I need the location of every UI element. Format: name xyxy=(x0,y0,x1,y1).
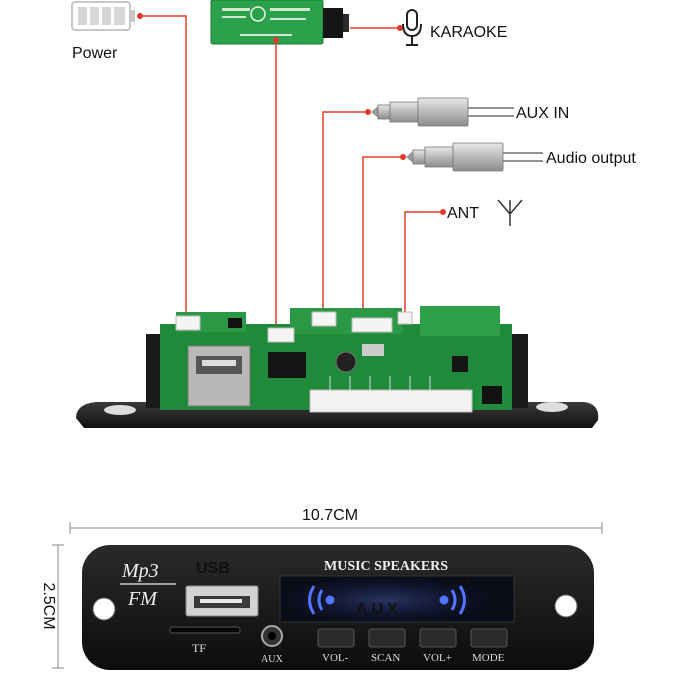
width-label: 10.7CM xyxy=(302,507,358,524)
karaoke-label: KARAOKE xyxy=(430,24,507,41)
vol-minus-label: VOL- xyxy=(322,652,349,664)
aux-dot xyxy=(365,109,371,115)
lcd-display: AUX AUX xyxy=(278,574,515,624)
mic-module xyxy=(210,0,349,45)
button-mode[interactable] xyxy=(470,628,508,648)
display-small: AUX xyxy=(440,574,473,591)
ant-dot xyxy=(440,209,446,215)
bt-logo: BT xyxy=(122,637,144,654)
display-text: AUX xyxy=(356,601,402,618)
front-panel: Mp3 FM BT USB TF AUX MUSIC SPEAKERS xyxy=(82,545,594,670)
mic-dot xyxy=(273,37,279,43)
display-speaker-left xyxy=(308,585,335,615)
leader-lines xyxy=(140,15,443,328)
fm-logo: FM xyxy=(127,588,158,610)
power-dot xyxy=(137,13,143,19)
audio-dot xyxy=(400,154,406,160)
usb-port[interactable] xyxy=(185,585,259,617)
audio-output-label: Audio output xyxy=(546,150,636,167)
karaoke-dot xyxy=(397,25,403,31)
aux-in-label: AUX IN xyxy=(516,105,569,122)
battery-icon xyxy=(71,1,135,31)
aux-jack-label: AUX xyxy=(261,654,283,665)
dimension-width xyxy=(69,522,603,534)
height-label: 2.5CM xyxy=(40,582,57,629)
ant-label: ANT xyxy=(447,205,479,222)
button-scan[interactable] xyxy=(368,628,406,648)
button-vol-plus[interactable] xyxy=(419,628,457,648)
antenna-icon xyxy=(497,199,523,226)
microphone-icon xyxy=(402,9,422,46)
pcb-module xyxy=(76,306,599,428)
scan-label: SCAN xyxy=(371,652,400,664)
aux-jack[interactable] xyxy=(261,625,283,647)
usb-label: USB xyxy=(196,560,230,577)
mode-label: MODE xyxy=(472,652,505,664)
aux-plug-icon xyxy=(371,97,514,127)
vol-plus-label: VOL+ xyxy=(423,652,452,664)
tf-slot[interactable] xyxy=(169,626,241,634)
display-speaker-right xyxy=(439,585,466,615)
tf-label: TF xyxy=(192,641,206,655)
dimension-height xyxy=(52,544,64,669)
audio-plug-icon xyxy=(406,142,543,172)
button-vol-minus[interactable] xyxy=(317,628,355,648)
panel-title: MUSIC SPEAKERS xyxy=(324,559,448,574)
mp3-logo: Mp3 xyxy=(121,560,159,582)
power-label: Power xyxy=(72,45,118,62)
